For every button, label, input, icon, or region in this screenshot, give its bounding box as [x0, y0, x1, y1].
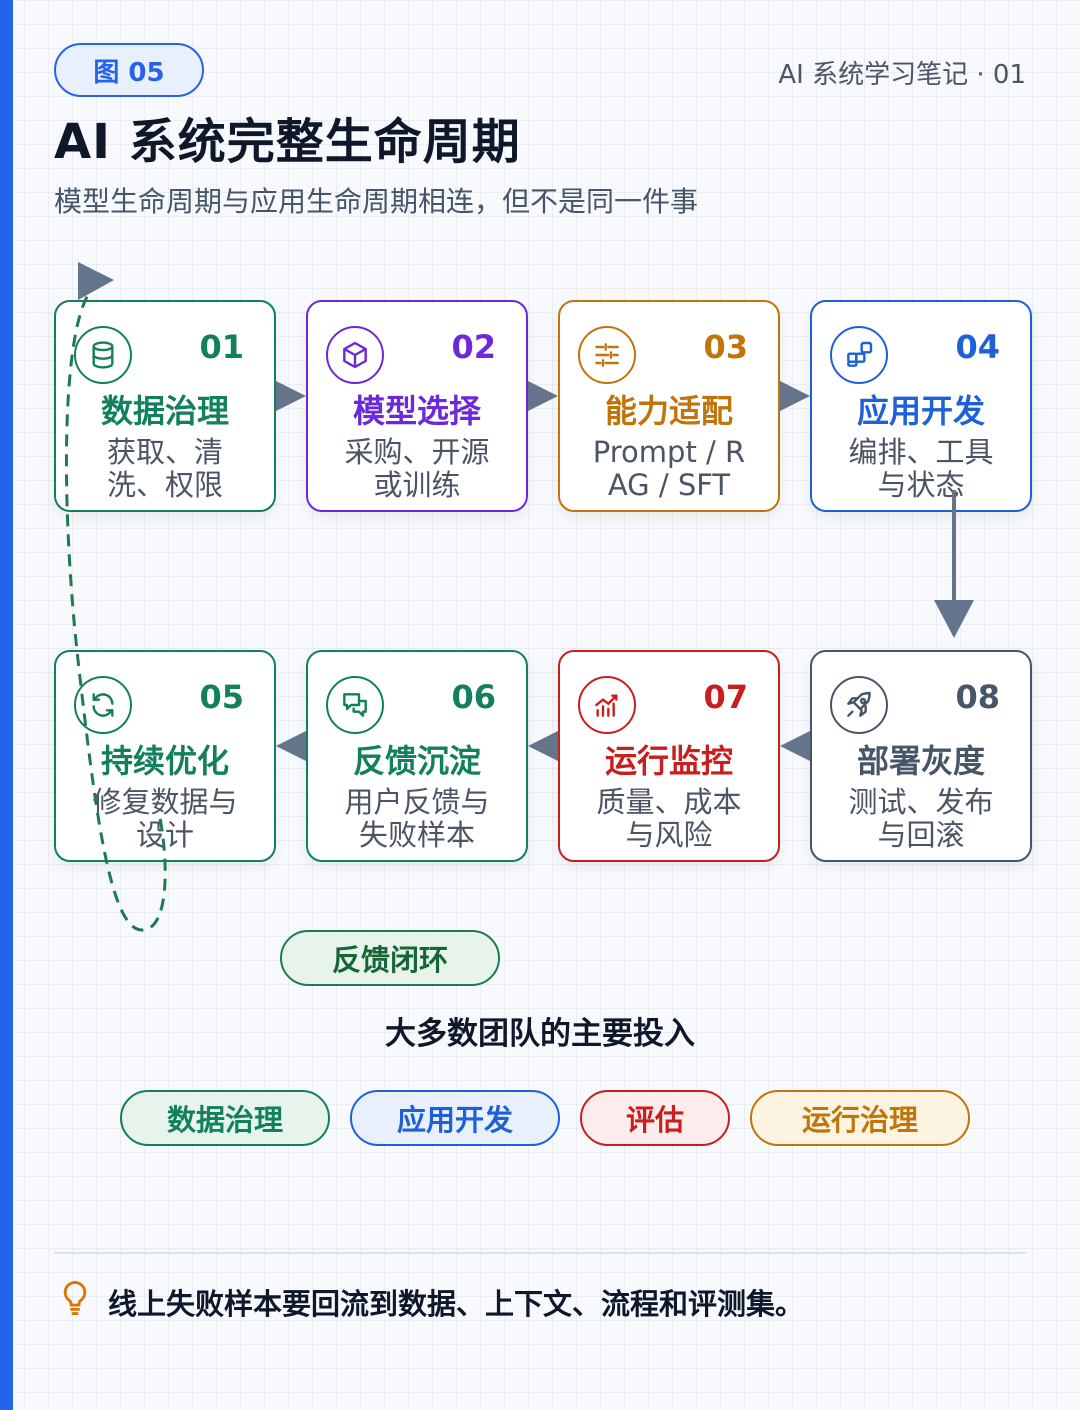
stage-number: 08: [955, 678, 1000, 716]
focus-tag-ops-governance: 运行治理: [750, 1090, 970, 1146]
arrow-left-08-07: [780, 731, 810, 761]
stage-title: 反馈沉淀: [352, 742, 481, 780]
focus-tag-data-governance: 数据治理: [120, 1090, 330, 1146]
arrow-left-07-06: [528, 731, 558, 761]
stage-title: 持续优化: [100, 742, 229, 780]
stage-title: 模型选择: [352, 392, 481, 430]
stage-number: 04: [955, 328, 1000, 366]
arrow-right-03-04: [780, 381, 810, 411]
stage-title: 数据治理: [100, 392, 229, 430]
stage-description: 质量、成本与风险: [596, 785, 742, 852]
stage-description: 用户反馈与失败样本: [344, 785, 490, 852]
stage-card-05: 05 持续优化 修复数据与设计: [54, 650, 276, 862]
cube-icon: [326, 326, 384, 384]
feedback-loop-path: [64, 280, 167, 932]
lightbulb-icon: [58, 1278, 92, 1318]
chart-trend-icon: [578, 676, 636, 734]
stage-card-08: 08 部署灰度 测试、发布与回滚: [810, 650, 1032, 862]
chat-bubbles-icon: [326, 676, 384, 734]
stage-title: 运行监控: [604, 742, 733, 780]
focus-title: 大多数团队的主要投入: [385, 1016, 695, 1052]
stage-title: 能力适配: [604, 392, 733, 430]
stage-number: 05: [199, 678, 244, 716]
figure-badge: 图 05: [54, 43, 204, 97]
stage-number: 06: [451, 678, 496, 716]
stage-number: 02: [451, 328, 496, 366]
focus-tag-evaluation: 评估: [580, 1090, 730, 1146]
feedback-loop-label: 反馈闭环: [280, 930, 500, 986]
stage-card-07: 07 运行监控 质量、成本与风险: [558, 650, 780, 862]
stage-card-03: 03 能力适配 Prompt / RAG / SFT: [558, 300, 780, 512]
stage-card-02: 02 模型选择 采购、开源或训练: [306, 300, 528, 512]
stage-card-06: 06 反馈沉淀 用户反馈与失败样本: [306, 650, 528, 862]
arrow-right-02-03: [528, 381, 558, 411]
rocket-icon: [830, 676, 888, 734]
page-subtitle: 模型生命周期与应用生命周期相连，但不是同一件事: [54, 185, 699, 218]
stage-number: 03: [703, 328, 748, 366]
stage-title: 应用开发: [856, 392, 985, 430]
stage-description: 获取、清洗、权限: [106, 435, 223, 502]
series-label: AI 系统学习笔记 · 01: [778, 60, 1026, 90]
focus-tag-app-development: 应用开发: [350, 1090, 560, 1146]
database-icon: [74, 326, 132, 384]
page-title: AI 系统完整生命周期: [54, 114, 521, 170]
stage-card-01: 01 数据治理 获取、清洗、权限: [54, 300, 276, 512]
stage-description: 测试、发布与回滚: [848, 785, 994, 852]
stage-card-04: 04 应用开发 编排、工具与状态: [810, 300, 1032, 512]
sliders-icon: [578, 326, 636, 384]
tip-text: 线上失败样本要回流到数据、上下文、流程和评测集。: [108, 1287, 805, 1321]
footer-divider: [54, 1252, 1026, 1254]
arrow-left-06-05: [276, 731, 306, 761]
arrow-down-04-08-head: [934, 600, 974, 638]
stage-description: 编排、工具与状态: [848, 435, 994, 502]
apps-grid-icon: [830, 326, 888, 384]
accent-sidebar-stripe: [0, 0, 13, 1410]
stage-title: 部署灰度: [856, 742, 985, 780]
stage-number: 01: [199, 328, 244, 366]
stage-description: Prompt / RAG / SFT: [592, 435, 746, 502]
refresh-icon: [74, 676, 132, 734]
stage-description: 采购、开源或训练: [344, 435, 490, 502]
feedback-loop-arrowhead: [78, 262, 114, 300]
arrow-right-01-02: [276, 381, 306, 411]
stage-number: 07: [703, 678, 748, 716]
